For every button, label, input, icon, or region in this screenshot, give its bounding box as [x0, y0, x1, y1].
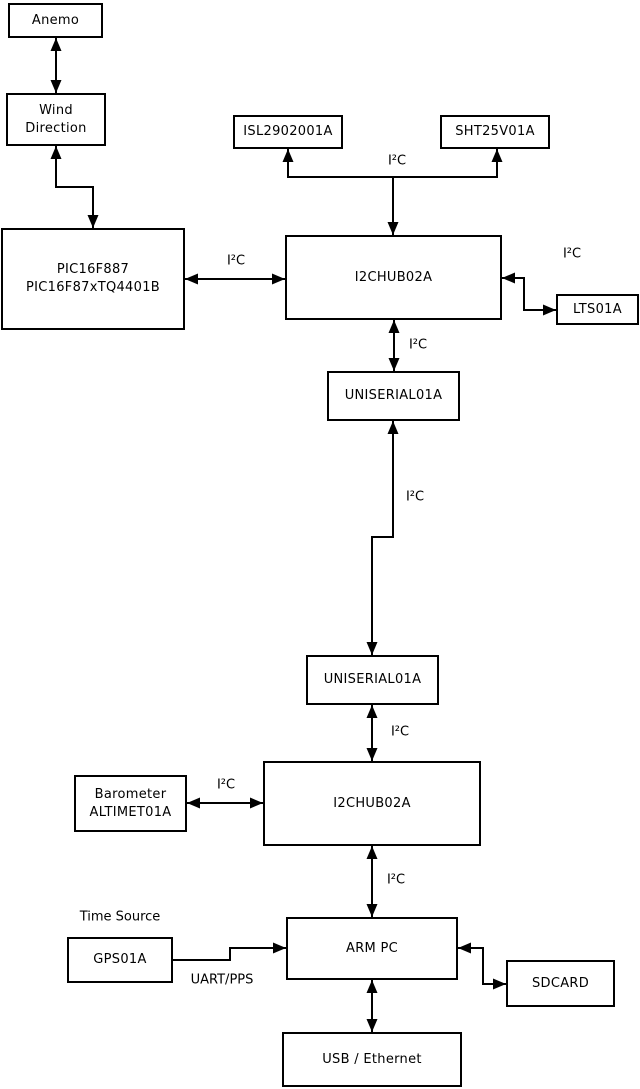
node-sht25v01a: SHT25V01A — [440, 115, 550, 149]
node-pic16f887: PIC16F887 PIC16F87xTQ4401B — [1, 228, 185, 330]
node-anemo: Anemo — [8, 3, 103, 38]
arrow-wind-pic — [50, 146, 99, 228]
node-uniserial01a-bottom: UNISERIAL01A — [306, 655, 439, 705]
edge-label-time-source: Time Source — [79, 909, 161, 925]
node-i2chub02a-top-label: I2CHUB02A — [354, 269, 433, 285]
arrow-gps-arm — [173, 942, 286, 961]
edge-label-i2c-hub-uniserial: I²C — [408, 337, 428, 353]
node-gps01a: GPS01A — [67, 937, 173, 983]
node-usb-ethernet: USB / Ethernet — [282, 1032, 462, 1087]
node-i2chub02a-bottom-label: I2CHUB02A — [333, 795, 411, 811]
node-uniserial01a-bottom-label: UNISERIAL01A — [323, 672, 422, 687]
edge-label-i2c-long-link: I²C — [405, 489, 425, 505]
node-wind-direction-line2: Direction — [25, 120, 87, 136]
node-isl2902001a-label: ISL2902001A — [243, 124, 333, 139]
edge-label-i2c-lts: I²C — [562, 246, 582, 262]
node-pic16f887-line1: PIC16F887 — [56, 262, 130, 277]
node-i2chub02a-top: I2CHUB02A — [285, 235, 502, 320]
node-lts01a-label: LTS01A — [573, 301, 622, 317]
node-barometer-altimet01a: Barometer ALTIMET01A — [74, 775, 187, 832]
edge-label-i2c-sensors: I²C — [387, 153, 407, 169]
node-sht25v01a-label: SHT25V01A — [455, 124, 535, 139]
node-wind-direction-line1: Wind — [39, 102, 73, 118]
node-arm-pc-label: ARM PC — [346, 940, 398, 956]
node-barometer-line1: Barometer — [94, 786, 167, 802]
node-i2chub02a-bottom: I2CHUB02A — [263, 761, 481, 846]
edge-label-i2c-hub2-arm: I²C — [386, 872, 406, 888]
node-barometer-line2: ALTIMET01A — [89, 804, 172, 820]
edge-label-i2c-pic-hub: I²C — [226, 253, 246, 269]
node-lts01a: LTS01A — [556, 294, 639, 325]
node-gps01a-label: GPS01A — [93, 952, 147, 967]
node-sdcard-label: SDCARD — [531, 975, 590, 991]
edge-label-i2c-barometer: I²C — [216, 777, 236, 793]
node-uniserial01a-top-label: UNISERIAL01A — [344, 388, 443, 403]
node-anemo-label: Anemo — [31, 12, 80, 28]
arrow-hub1-lts — [502, 272, 556, 316]
arrow-arm-sdcard — [458, 942, 506, 990]
arrow-uni1-uni2 — [366, 421, 399, 655]
node-uniserial01a-top: UNISERIAL01A — [327, 371, 460, 421]
edge-label-i2c-uniserial-hub2: I²C — [390, 724, 410, 740]
node-usb-ethernet-label: USB / Ethernet — [322, 1051, 422, 1067]
node-pic16f887-line2: PIC16F87xTQ4401B — [26, 280, 160, 295]
edge-label-uart-pps: UART/PPS — [190, 972, 254, 988]
node-isl2902001a: ISL2902001A — [233, 115, 343, 149]
node-sdcard: SDCARD — [506, 960, 615, 1007]
node-wind-direction: Wind Direction — [6, 93, 106, 146]
node-arm-pc: ARM PC — [286, 917, 458, 980]
